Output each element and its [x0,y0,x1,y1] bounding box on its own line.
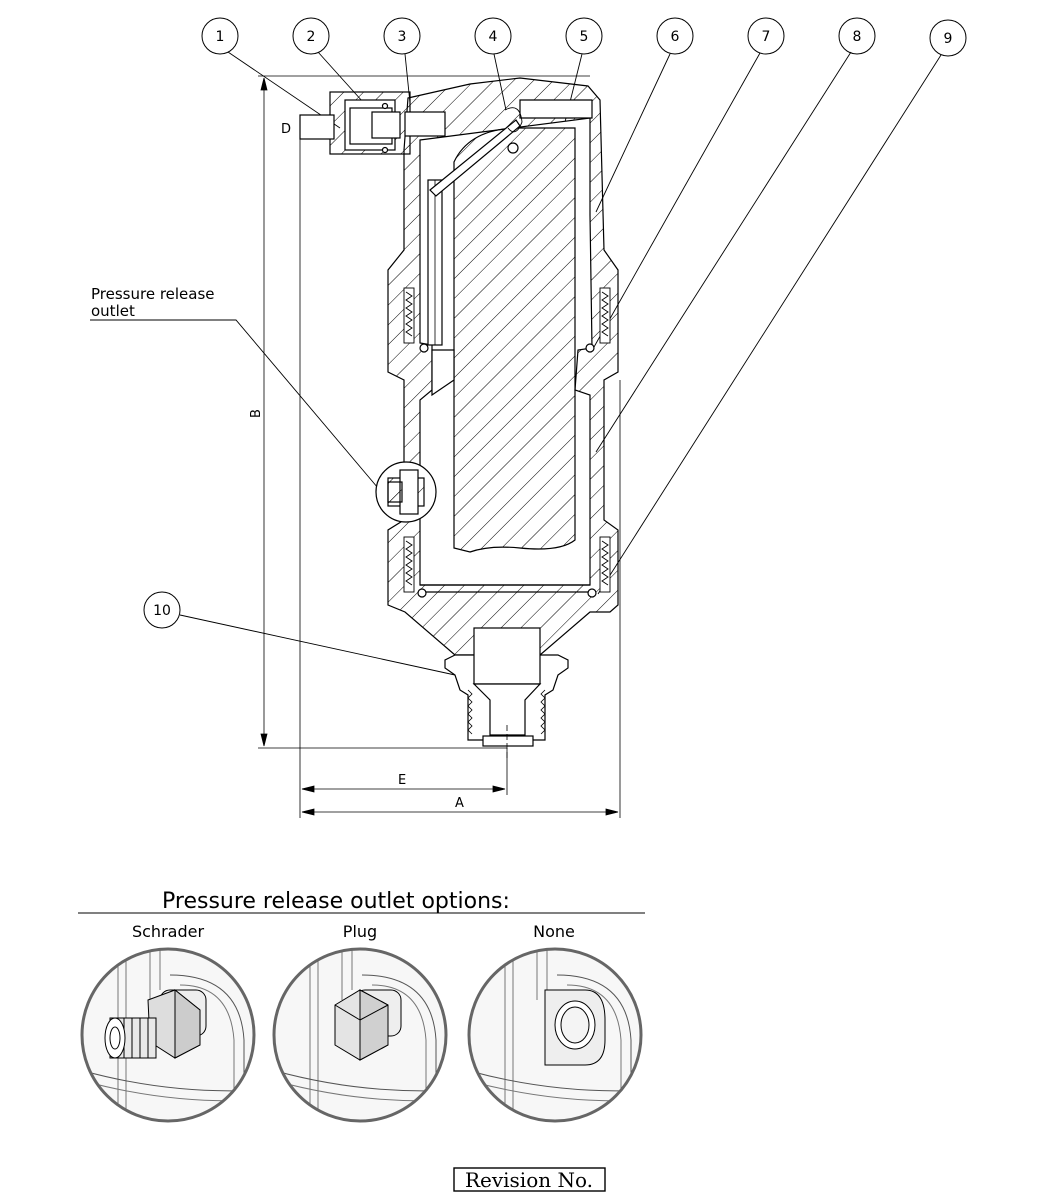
seal-lower-right [599,536,611,593]
seal-lower-left [403,536,415,593]
top-channel [519,99,593,119]
dim-b-arrow-bottom [260,733,268,747]
balloon-label-3: 3 [398,29,407,45]
o-ring-left [419,343,429,353]
fitting-core [371,111,401,139]
dim-label-a: A [455,796,464,811]
leader-line-7 [593,52,761,348]
outlet-plug-head [399,469,419,515]
dimension-labels: D E A B [249,122,464,811]
leader-line-8 [595,51,852,453]
balloon-label-10: 10 [153,603,171,619]
o-ring-right [585,343,595,353]
dim-e-arrow-right [492,785,506,793]
dim-b-arrow-top [260,77,268,91]
port-threads [467,689,546,735]
option-schrader-frame [80,947,256,1123]
section-view [299,77,619,760]
inner-shoulder [431,349,455,397]
balloon-1 [201,17,239,55]
balloon-10 [143,591,181,629]
fitting-stub [299,114,335,140]
option-plug-frame [272,947,448,1123]
fitting-stem [404,111,446,137]
option-plug-illustration [272,947,448,1123]
balloon-label-2: 2 [307,29,316,45]
balloon-9 [929,19,967,57]
leader-line-9 [597,54,942,595]
option-none-illustration [467,947,643,1123]
option-none-frame [467,947,643,1123]
outlet-callout: Pressure release outlet [91,285,215,320]
outlet-callout-line1: Pressure release [91,285,215,303]
leader-line-outlet [90,319,379,489]
outlet-plug-inner [387,481,403,503]
seal-upper-left [403,287,415,344]
leader-line-6 [595,53,671,213]
seal-upper-right [599,287,611,344]
balloon-4 [474,17,512,55]
balloon-6 [656,17,694,55]
dim-label-b: B [249,409,264,418]
dim-label-e: E [398,773,406,788]
balloon-label-6: 6 [671,29,680,45]
option-label-none: None [533,922,575,941]
balloon-2 [292,17,330,55]
revision-label: Revision No. [465,1168,593,1192]
balloon-7 [747,17,785,55]
options-heading: Pressure release outlet options: [162,889,510,914]
balloon-label-5: 5 [580,29,589,45]
balloon-labels: 1 2 3 4 5 6 7 8 9 10 [153,29,952,619]
balloon-8 [838,17,876,55]
dimension-lines [258,75,621,818]
lever-pivot [507,142,519,154]
option-label-plug: Plug [343,922,377,941]
balloon-group [143,17,967,629]
balloon-label-1: 1 [216,29,225,45]
o-ring-bottom-right [587,588,597,598]
balloon-label-9: 9 [944,31,953,47]
o-ring-bottom-left [417,588,427,598]
balloon-5 [565,17,603,55]
fitting-pin-2 [381,146,389,154]
balloon-label-7: 7 [762,29,771,45]
outlet-callout-line2: outlet [91,302,135,320]
lever-spring [504,107,523,133]
revision-box [453,1167,606,1192]
bottom-port-bore [473,627,541,685]
leader-line-10 [179,614,456,676]
dim-a-arrow-left [301,808,315,816]
fitting-pin [381,102,389,110]
balloon-label-4: 4 [489,29,498,45]
bottom-port-seat [482,735,534,747]
option-schrader-illustration [80,947,256,1123]
dim-a-arrow-right [605,808,619,816]
float-core [453,127,576,553]
dim-e-arrow-left [301,785,315,793]
balloon-label-8: 8 [853,29,862,45]
option-label-schrader: Schrader [132,922,204,941]
balloon-3 [383,17,421,55]
dim-label-d: D [281,122,291,137]
bottom-port-neck [472,683,542,736]
